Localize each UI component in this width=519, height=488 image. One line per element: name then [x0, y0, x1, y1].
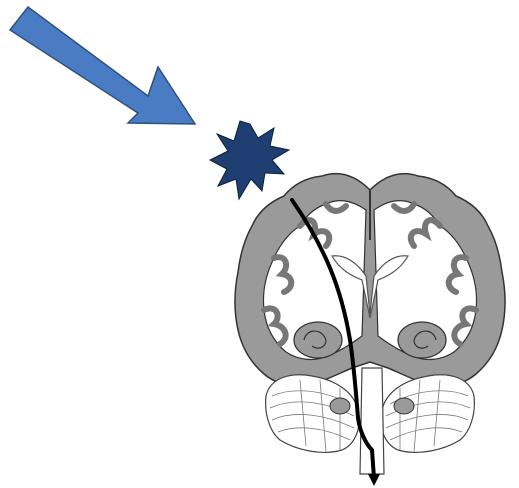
starburst-icon: [210, 121, 289, 199]
impact-burst-shape: [210, 121, 289, 199]
nucleus-left: [330, 398, 350, 414]
cerebellum-left: [266, 375, 360, 453]
cerebellum-right: [381, 375, 475, 453]
hippocampus-left: [294, 322, 342, 358]
brain-coronal-section-icon: [235, 174, 505, 474]
large-arrow-icon: [10, 7, 195, 124]
impact-arrow-shape: [10, 7, 195, 124]
tract-arrowhead: [368, 474, 380, 486]
hippocampus-right: [398, 322, 446, 358]
nucleus-right: [394, 398, 414, 414]
